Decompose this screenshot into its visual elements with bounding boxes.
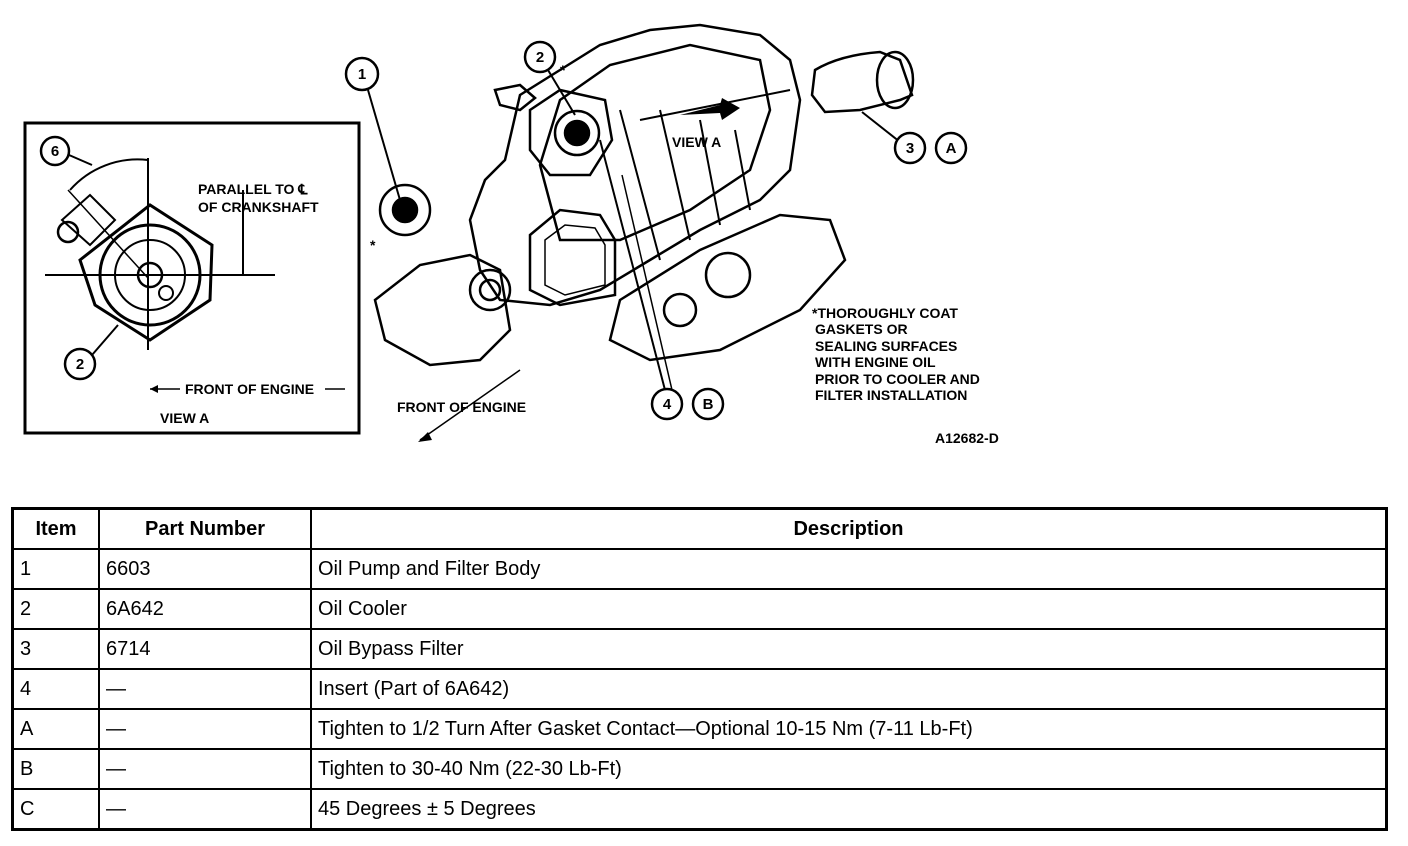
callout-1: 1 bbox=[358, 66, 366, 83]
view-a-inset: 6 2 PARALLEL TO ℄ OF CRANKSHAFT FRONT OF… bbox=[23, 121, 361, 435]
cell-part: 6603 bbox=[98, 548, 312, 590]
cell-part: — bbox=[98, 748, 312, 790]
header-item: Item bbox=[11, 507, 100, 550]
header-description: Description bbox=[310, 507, 1388, 550]
cell-item: 2 bbox=[11, 588, 100, 630]
callout-a: A bbox=[946, 140, 957, 157]
front-of-engine-inset: FRONT OF ENGINE bbox=[185, 381, 314, 397]
view-a-label: VIEW A bbox=[672, 134, 721, 150]
cell-item: 3 bbox=[11, 628, 100, 670]
svg-text:SEALING SURFACES: SEALING SURFACES bbox=[815, 338, 957, 354]
table-row: 4 — Insert (Part of 6A642) bbox=[11, 668, 1388, 710]
table-header-row: Item Part Number Description bbox=[11, 507, 1388, 550]
callout-2-group: 2 * bbox=[523, 40, 576, 116]
view-a-arrow: VIEW A bbox=[672, 98, 740, 150]
figure-id: A12682-D bbox=[935, 430, 999, 446]
asterisk-1: * bbox=[370, 237, 376, 253]
cell-part: — bbox=[98, 788, 312, 831]
cell-item: 4 bbox=[11, 668, 100, 710]
cell-desc: Oil Bypass Filter bbox=[310, 628, 1388, 670]
view-a-inset-label: VIEW A bbox=[160, 410, 209, 426]
callout-3: 3 bbox=[906, 140, 914, 157]
parts-table: Item Part Number Description 1 6603 Oil … bbox=[11, 507, 1388, 831]
cell-desc: 45 Degrees ± 5 Degrees bbox=[310, 788, 1388, 831]
parallel-label-1: PARALLEL TO ℄ bbox=[198, 181, 308, 197]
coating-note: *THOROUGHLY COAT GASKETS OR SEALING SURF… bbox=[812, 305, 980, 403]
callout-3-a-group: 3 A bbox=[861, 111, 968, 165]
cell-part: 6A642 bbox=[98, 588, 312, 630]
cell-part: — bbox=[98, 668, 312, 710]
callout-b: B bbox=[703, 396, 714, 413]
cell-item: B bbox=[11, 748, 100, 790]
front-of-engine-main: FRONT OF ENGINE bbox=[397, 369, 526, 442]
svg-text:PRIOR TO COOLER AND: PRIOR TO COOLER AND bbox=[815, 371, 980, 387]
cell-desc: Tighten to 30-40 Nm (22-30 Lb-Ft) bbox=[310, 748, 1388, 790]
table-row: 2 6A642 Oil Cooler bbox=[11, 588, 1388, 630]
callout-1-group: 1 * bbox=[344, 56, 401, 253]
engine-oil-cooler-diagram: 6 2 PARALLEL TO ℄ OF CRANKSHAFT FRONT OF… bbox=[23, 23, 999, 446]
cell-desc: Insert (Part of 6A642) bbox=[310, 668, 1388, 710]
cell-part: 6714 bbox=[98, 628, 312, 670]
table-row: 1 6603 Oil Pump and Filter Body bbox=[11, 548, 1388, 590]
svg-text:*THOROUGHLY COAT: *THOROUGHLY COAT bbox=[812, 305, 958, 321]
cell-part: — bbox=[98, 708, 312, 750]
table-row: C — 45 Degrees ± 5 Degrees bbox=[11, 788, 1388, 831]
callout-2-top: 2 bbox=[536, 49, 544, 66]
cell-item: 1 bbox=[11, 548, 100, 590]
cell-desc: Oil Cooler bbox=[310, 588, 1388, 630]
cell-item: A bbox=[11, 708, 100, 750]
table-row: 3 6714 Oil Bypass Filter bbox=[11, 628, 1388, 670]
svg-text:WITH ENGINE OIL: WITH ENGINE OIL bbox=[815, 354, 936, 370]
header-part-number: Part Number bbox=[98, 507, 312, 550]
callout-4-b-group: 4 B bbox=[599, 139, 725, 421]
svg-text:FILTER INSTALLATION: FILTER INSTALLATION bbox=[815, 387, 967, 403]
svg-text:GASKETS OR: GASKETS OR bbox=[815, 321, 908, 337]
cell-desc: Tighten to 1/2 Turn After Gasket Contact… bbox=[310, 708, 1388, 750]
table-row: A — Tighten to 1/2 Turn After Gasket Con… bbox=[11, 708, 1388, 750]
callout-2-view: 2 bbox=[76, 356, 84, 373]
cell-item: C bbox=[11, 788, 100, 831]
cell-desc: Oil Pump and Filter Body bbox=[310, 548, 1388, 590]
callout-6: 6 bbox=[51, 143, 59, 160]
engine-block-drawing bbox=[373, 23, 915, 367]
table-row: B — Tighten to 30-40 Nm (22-30 Lb-Ft) bbox=[11, 748, 1388, 790]
front-of-engine-label: FRONT OF ENGINE bbox=[397, 399, 526, 415]
callout-4: 4 bbox=[663, 396, 672, 413]
asterisk-2: * bbox=[560, 62, 566, 78]
parallel-label-2: OF CRANKSHAFT bbox=[198, 199, 319, 215]
